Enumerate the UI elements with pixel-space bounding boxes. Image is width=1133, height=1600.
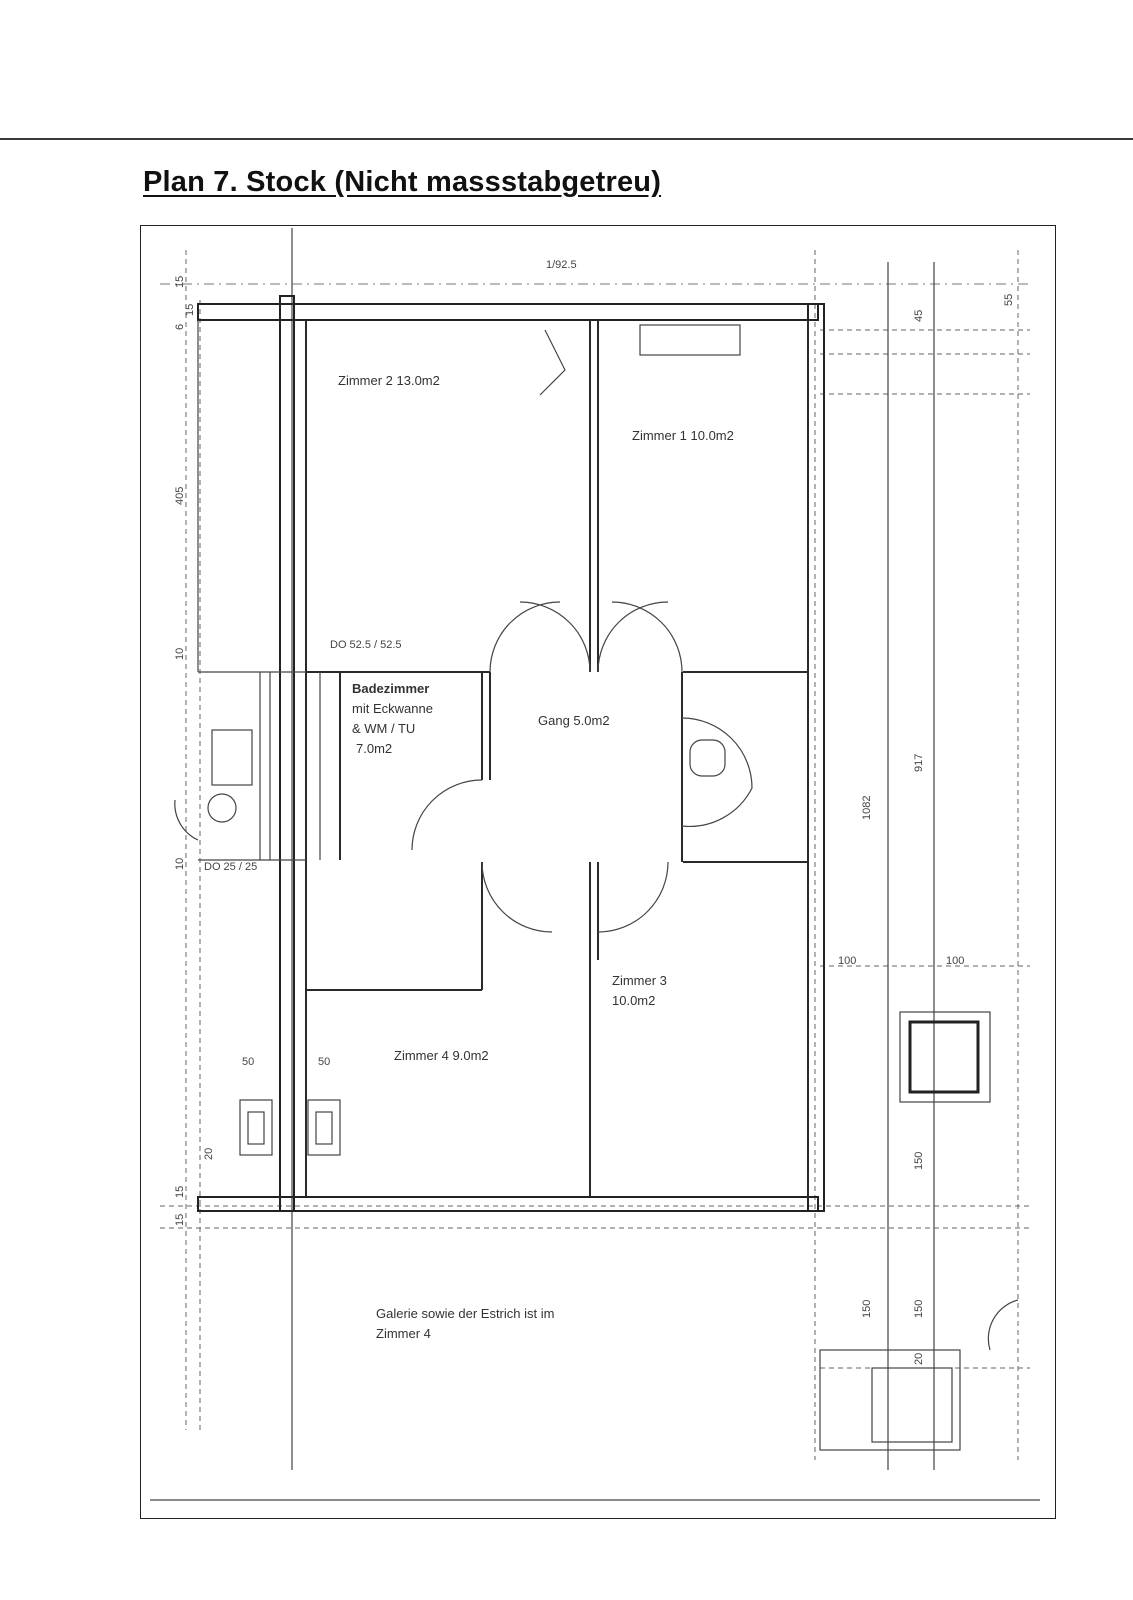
dim-55: 55 — [1003, 294, 1015, 306]
dim-10b: 10 — [174, 858, 186, 870]
dim-100a: 100 — [838, 955, 856, 967]
label-bad-3: & WM / TU — [352, 721, 415, 736]
label-gang: Gang 5.0m2 — [538, 713, 610, 728]
dim-6: 6 — [174, 324, 186, 330]
dim-1082: 1082 — [861, 796, 873, 820]
dim-100b: 100 — [946, 955, 964, 967]
axis-lines — [150, 228, 1040, 1501]
page-title: Plan 7. Stock (Nicht massstabgetreu) — [143, 166, 662, 198]
label-galerie-1: Galerie sowie der Estrich ist im — [376, 1306, 554, 1321]
dim-50a: 50 — [242, 1056, 254, 1068]
room-labels: Zimmer 2 13.0m2 Zimmer 1 10.0m2 Badezimm… — [338, 373, 734, 1341]
dim-917: 917 — [913, 754, 925, 772]
dim-405: 405 — [174, 487, 186, 505]
label-zimmer3-1: Zimmer 3 — [612, 973, 667, 988]
dim-window2: DO 25 / 25 — [204, 861, 257, 873]
interior-walls — [197, 320, 808, 1197]
label-bad-1: Badezimmer — [352, 681, 429, 696]
plan-frame — [140, 225, 1056, 1519]
label-zimmer4: Zimmer 4 9.0m2 — [394, 1048, 489, 1063]
dim-15a: 15 — [174, 276, 186, 288]
label-bad-4: 7.0m2 — [356, 741, 392, 756]
fixtures — [207, 324, 1019, 1451]
header-rule — [0, 138, 1133, 140]
dim-20a: 20 — [203, 1148, 215, 1160]
label-zimmer3-2: 10.0m2 — [612, 993, 655, 1008]
label-galerie-2: Zimmer 4 — [376, 1326, 431, 1341]
dim-45: 45 — [913, 310, 925, 322]
dim-window1: DO 52.5 / 52.5 — [330, 639, 402, 651]
dim-150a: 150 — [913, 1152, 925, 1170]
dim-50b: 50 — [318, 1056, 330, 1068]
exterior-walls — [197, 295, 825, 1212]
dim-20b: 20 — [913, 1353, 925, 1365]
label-bad-2: mit Eckwanne — [352, 701, 433, 716]
dim-15b: 15 — [184, 304, 196, 316]
dim-15c: 15 — [174, 1186, 186, 1198]
label-zimmer1: Zimmer 1 10.0m2 — [632, 428, 734, 443]
dimension-labels: 1/92.5 15 6 15 405 10 10 DO 52.5 / 52.5 … — [174, 259, 1015, 1365]
dim-150c: 150 — [913, 1300, 925, 1318]
dim-15d: 15 — [174, 1214, 186, 1226]
dim-top-note: 1/92.5 — [546, 259, 577, 271]
label-zimmer2: Zimmer 2 13.0m2 — [338, 373, 440, 388]
dim-150b: 150 — [861, 1300, 873, 1318]
door-swings — [174, 329, 753, 933]
dim-10a: 10 — [174, 648, 186, 660]
